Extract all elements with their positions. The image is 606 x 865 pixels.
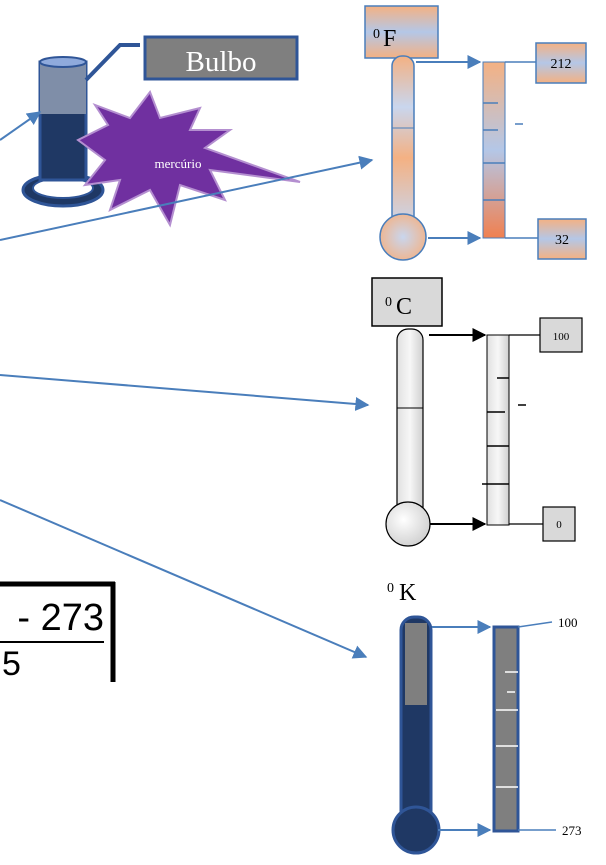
celsius-thermometer: 0 C 100 0: [371, 277, 583, 547]
fahrenheit-bulb: [379, 213, 427, 261]
bulb-label-box: [143, 35, 299, 81]
celsius-unit-sup: 0: [385, 295, 392, 310]
arrow-to-kelvin: [0, 499, 368, 659]
pointer-arrows: [0, 111, 374, 659]
kelvin-top-value: 100: [558, 615, 578, 630]
arrow-to-bulb: [0, 111, 42, 141]
bulb-illustration: Bulbo mercúrio: [21, 35, 301, 228]
fahrenheit-top-value-box: [535, 42, 587, 84]
formula-denominator: 5: [2, 645, 21, 683]
kelvin-bulb: [391, 805, 441, 855]
arrow-to-celsius: [0, 374, 370, 411]
bulb-label: Bulbo: [186, 46, 257, 78]
celsius-tube: [396, 328, 424, 520]
mercury-label: mercúrio: [155, 156, 202, 171]
celsius-top-value: 100: [553, 331, 570, 343]
fahrenheit-unit-sup: 0: [373, 27, 380, 42]
celsius-bulb: [385, 501, 431, 547]
bulb-callout-line: [84, 43, 140, 82]
kelvin-scale: [492, 625, 520, 833]
fahrenheit-top-value: 212: [551, 57, 572, 72]
celsius-bottom-value-box: [542, 506, 576, 542]
fahrenheit-bottom-value-box: [537, 218, 587, 260]
kelvin-thermometer: 0 K 100 273: [387, 580, 582, 855]
celsius-unit-letter: C: [396, 294, 412, 320]
fahrenheit-tube: [391, 55, 415, 227]
arrow-to-fahrenheit: [0, 155, 374, 241]
fahrenheit-thermometer: 0 F 212 32: [364, 5, 587, 261]
formula-numerator: - 273: [17, 597, 104, 639]
fahrenheit-scale: [482, 61, 506, 239]
celsius-top-value-box: [539, 317, 583, 353]
celsius-scale: [486, 334, 510, 526]
kelvin-unit-letter: K: [399, 580, 417, 606]
celsius-bottom-value: 0: [556, 519, 562, 531]
kelvin-bottom-value: 273: [562, 823, 582, 838]
fahrenheit-bottom-value: 32: [555, 233, 569, 248]
formula-fragment: - 273 5: [0, 581, 117, 683]
fahrenheit-unit-letter: F: [383, 26, 396, 52]
celsius-unit-box: [371, 277, 443, 327]
mercury-starburst: [76, 89, 301, 228]
kelvin-unit-sup: 0: [387, 581, 394, 596]
